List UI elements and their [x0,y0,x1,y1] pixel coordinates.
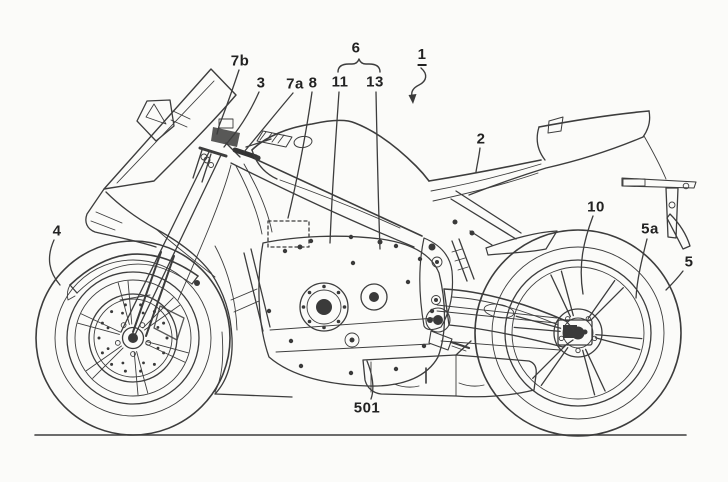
leader-7a [243,92,294,153]
passenger-peg-blade [485,230,558,256]
leader-4 [48,239,61,286]
leader-11 [329,91,340,244]
throttle-grip [232,147,259,160]
brake-line [177,164,232,301]
leader-1-arrow [411,67,427,97]
leader-501 [366,360,374,400]
engine-bolts [266,234,435,376]
leader-lines [48,58,684,400]
leader-8 [287,91,313,219]
front-hub [121,326,145,350]
leader-5a [635,238,648,299]
leader-1-arrowhead [408,94,417,104]
mirror [136,99,175,142]
front-bodywork [85,68,293,398]
leader-7b [216,69,240,135]
swingarm [425,288,575,351]
tank-vent [256,130,293,148]
cockpit [177,118,273,301]
rear-shock [451,240,468,282]
seat-tail [428,110,651,282]
fork-reflector [194,280,200,286]
handlebar-switchgear [211,127,240,147]
leader-10 [580,215,594,295]
generator-cover [299,282,349,332]
front-fork [119,146,228,338]
leader-2 [475,147,481,173]
front-brake-caliper [153,305,185,341]
chain-adjuster [557,319,593,346]
front-wheel [35,240,231,436]
leader-5 [665,270,684,291]
brace-6 [337,58,381,73]
license-hanger [621,135,697,250]
engine [243,234,446,387]
rear-spokes [513,270,643,396]
fuel-tank [251,119,430,229]
windscreen [103,68,237,190]
leader-13 [375,91,381,250]
turn-signal [622,178,646,187]
rear-sprocket [553,308,603,358]
seat [428,159,542,182]
tail-cowl [538,110,650,128]
leader-3 [223,91,260,148]
nose-cowl [85,188,157,248]
exhaust-box [362,340,537,398]
master-cylinder [218,118,234,129]
rear-wheel [474,229,682,437]
clutch-cover [360,283,388,311]
dashed-component-box [267,220,310,248]
belly-pan [214,393,293,398]
radiator [243,252,264,332]
front-fender [66,253,199,301]
footpeg-rearset [428,330,471,352]
